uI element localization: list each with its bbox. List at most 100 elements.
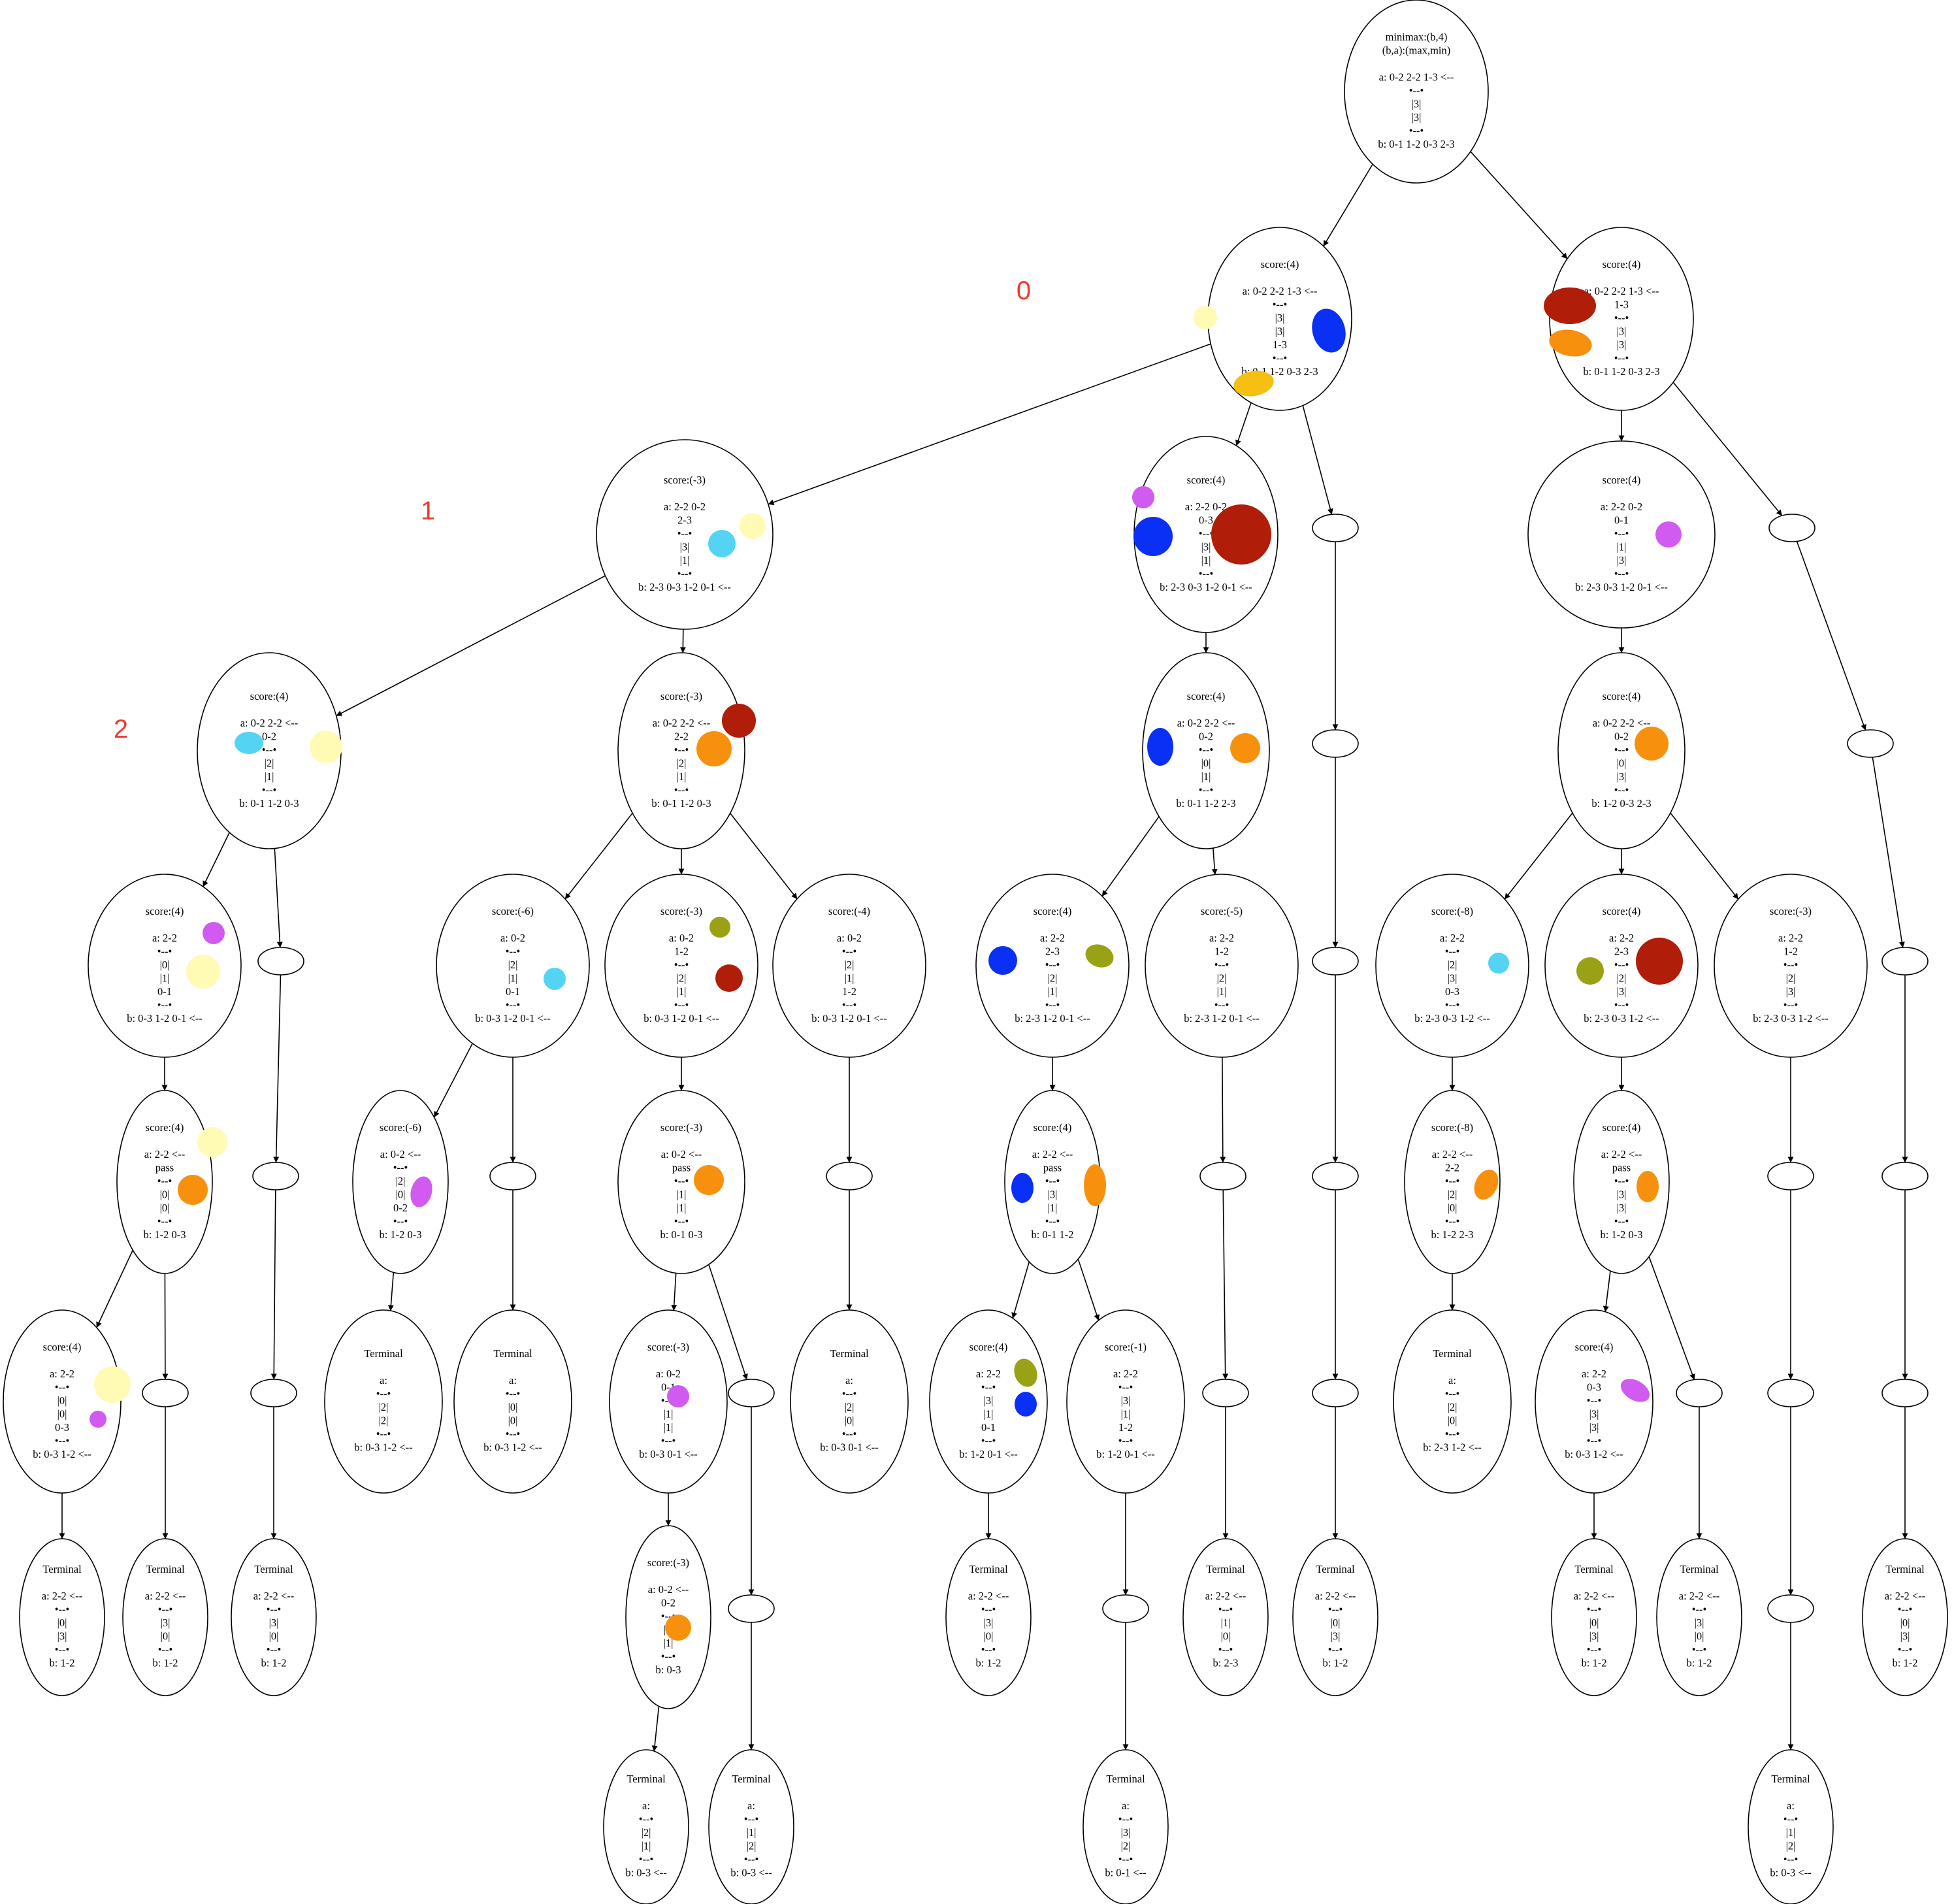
node-ellipse [88,874,242,1058]
node-text-line: •--• [842,998,857,1011]
node-text-line: •--• [1614,567,1629,580]
node-text-line: |2| [677,972,687,984]
edge-n9-n18 [730,813,798,900]
node-text-line: a: [747,1799,755,1812]
node-text-line: score:(-3) [1770,905,1812,917]
empty-node [489,1162,536,1190]
color-marker-olive [1014,1358,1037,1387]
node-ellipse [231,1538,317,1696]
node-text-line: •--• [1118,1434,1133,1447]
node-text-line: score:(-3) [647,1556,689,1569]
node-text-line: minimax:(b,4) [1386,31,1448,43]
node-text-line: b: 2-3 1-2 0-1 <-- [1015,1012,1090,1025]
node-ellipse [324,1309,443,1494]
edge-n15-n27 [273,974,282,1163]
node-text-line: |0| [1201,757,1211,769]
node-text-line: b: 0-1 1-2 0-3 2-3 [1378,138,1454,150]
node-text-line: |2| [396,1175,406,1187]
node-text-line: •--• [1614,998,1629,1011]
node-text-line: •--• [1273,298,1288,310]
node-text-line: score:(-3) [660,1121,702,1134]
node-ellipse [1145,874,1299,1058]
node-text-line: |1| [677,770,687,783]
node-text-line: |0| [1448,1415,1457,1427]
node-ellipse [1292,1538,1378,1696]
node-text-line: a: [1448,1374,1456,1387]
node-text-line: •--• [661,1650,676,1662]
node-text-line: b: 1-2 [1323,1657,1348,1669]
empty-node [826,1162,873,1190]
node-text-line: |2| [1448,1401,1457,1413]
node-text-line: a: 0-2 [656,1368,681,1380]
node-text-line: b: 2-3 0-3 1-2 <-- [1584,1012,1659,1025]
node-text-line: 1-3 [1614,298,1629,310]
node-text-line: |2| [265,757,274,769]
node-text-line: b: 0-1 1-2 [1031,1228,1073,1241]
node-ellipse [1544,874,1699,1058]
color-marker-cyan [1488,953,1509,974]
node-ellipse [1767,1379,1814,1407]
node-text-line: Terminal [254,1563,293,1575]
node-text-line: 0-3 [1199,514,1213,526]
node-text-line: |3| [1589,1407,1599,1420]
node-text-line: •--• [1783,1853,1799,1865]
node-text-line: |0| [57,1407,67,1420]
node-ellipse [1881,1162,1929,1190]
edge-n1-n4 [1235,402,1252,446]
node-text-line: •--• [157,945,172,957]
node-text-line: •--• [158,1643,173,1656]
node-text-line: •--• [1045,1215,1060,1227]
node-text-line: b: 1-2 0-1 <-- [1096,1448,1155,1460]
node-text-line: |3| [1275,325,1285,337]
node-text-line: a: 0-2 2-2 1-3 <-- [1379,71,1454,83]
node-text-line: |2| [1448,959,1457,971]
node-text-line: |3| [57,1630,67,1643]
node-text-line: |2| [1786,972,1796,984]
node-text-line: b: 2-3 0-3 1-2 <-- [1414,1012,1490,1025]
color-marker-purple [410,1176,432,1207]
node-text-line: •--• [376,1428,391,1440]
node-text-line: |3| [1617,1202,1627,1214]
node-text-line: |3| [1617,554,1627,566]
tree-node: score:(4)a: 2-2•--•|0||1|0-1•--•b: 0-3 1… [88,874,242,1058]
node-text-line: |1| [1121,1407,1131,1420]
node-ellipse [603,1749,689,1904]
node-ellipse [975,874,1130,1058]
node-text-line: a: [380,1374,387,1387]
node-text-line: •--• [674,1215,689,1227]
node-text-line: |1| [1617,540,1627,553]
node-text-line: Terminal [627,1773,666,1785]
node-text-line: 2-3 [677,514,692,526]
node-text-line: b: 0-3 [656,1664,681,1676]
edge-n28-n42 [387,1272,395,1311]
node-text-line: •--• [1445,1175,1460,1187]
node-text-line: score:(-3) [660,690,702,702]
color-marker-blue [1011,1173,1034,1203]
node-ellipse [1714,874,1868,1058]
color-marker-yellow-pale [740,513,766,539]
node-ellipse [708,1749,794,1904]
node-text-line: |1| [1221,1617,1231,1629]
node-text-line: •--• [157,1215,172,1227]
node-text-line: 0-1 [981,1421,996,1434]
color-marker-olive [1085,944,1114,968]
color-marker-orange [1084,1164,1106,1206]
node-text-line: •--• [1614,312,1629,324]
edge-n0-n1 [1323,163,1373,247]
tree-node: score:(4)a: 2-2•--•|3||1|0-1•--•b: 1-2 0… [929,1309,1048,1494]
color-marker-orange [178,1175,208,1205]
edge-n13-n25 [1872,757,1905,948]
node-ellipse [1142,652,1270,849]
node-text-line: •--• [267,1603,282,1616]
edge-n12-n22 [1504,812,1573,900]
node-text-line: score:(4) [1603,474,1641,486]
node-text-line: •--• [842,945,857,957]
node-text-line: |1| [1048,985,1058,998]
node-text-line: •--• [1045,959,1060,971]
node-text-line: a: 0-2 [837,932,862,944]
